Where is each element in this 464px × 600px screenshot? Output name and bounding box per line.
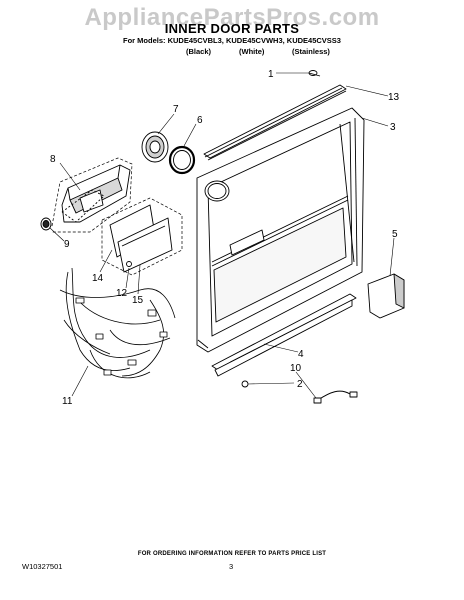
ordering-note: FOR ORDERING INFORMATION REFER TO PARTS …	[137, 551, 327, 557]
screw-12	[126, 261, 132, 267]
callout-14: 14	[92, 273, 104, 284]
watermark: AppliancePartsPros.com	[84, 4, 380, 31]
page-number: 3	[229, 562, 234, 571]
callout-3: 3	[390, 122, 396, 133]
door-module	[367, 273, 405, 319]
control-board	[101, 197, 183, 276]
callout-labels: 1 13 3 7 6 8 9 14 12 15 5 4 10 2 11	[50, 69, 400, 407]
variant-stainless: (Stainless)	[292, 47, 330, 56]
dispenser-outline	[51, 157, 133, 233]
inner-door-panel	[196, 107, 365, 353]
bottom-trim-strip	[211, 293, 357, 377]
callout-11: 11	[62, 396, 73, 407]
screw-1	[308, 70, 321, 77]
screw-2	[241, 380, 249, 388]
callout-13: 13	[388, 92, 400, 103]
callout-1: 1	[268, 69, 274, 80]
callout-15: 15	[132, 295, 144, 306]
dispenser-knob	[40, 217, 52, 231]
page-title: INNER DOOR PARTS	[164, 21, 300, 36]
callout-4: 4	[298, 349, 304, 360]
callout-5: 5	[392, 229, 398, 240]
vent-cover	[141, 131, 169, 163]
callout-10: 10	[290, 363, 302, 374]
wire-harness	[59, 267, 176, 379]
variant-white: (White)	[239, 47, 265, 56]
variant-black: (Black)	[186, 47, 212, 56]
callout-8: 8	[50, 154, 56, 165]
document-id: W10327501	[22, 562, 63, 571]
callout-7: 7	[173, 104, 179, 115]
dispenser-assembly	[61, 164, 131, 223]
leader-lines	[49, 72, 395, 399]
model-list: For Models: KUDE45CVBL3, KUDE45CVWH3, KU…	[123, 36, 341, 45]
callout-2: 2	[297, 379, 303, 390]
top-trim-strip	[203, 84, 347, 161]
wire-10	[313, 390, 358, 404]
gasket-ring	[168, 145, 196, 175]
callout-9: 9	[64, 239, 70, 250]
callout-6: 6	[197, 115, 203, 126]
dispenser-opening	[204, 180, 230, 202]
callout-12: 12	[116, 288, 128, 299]
